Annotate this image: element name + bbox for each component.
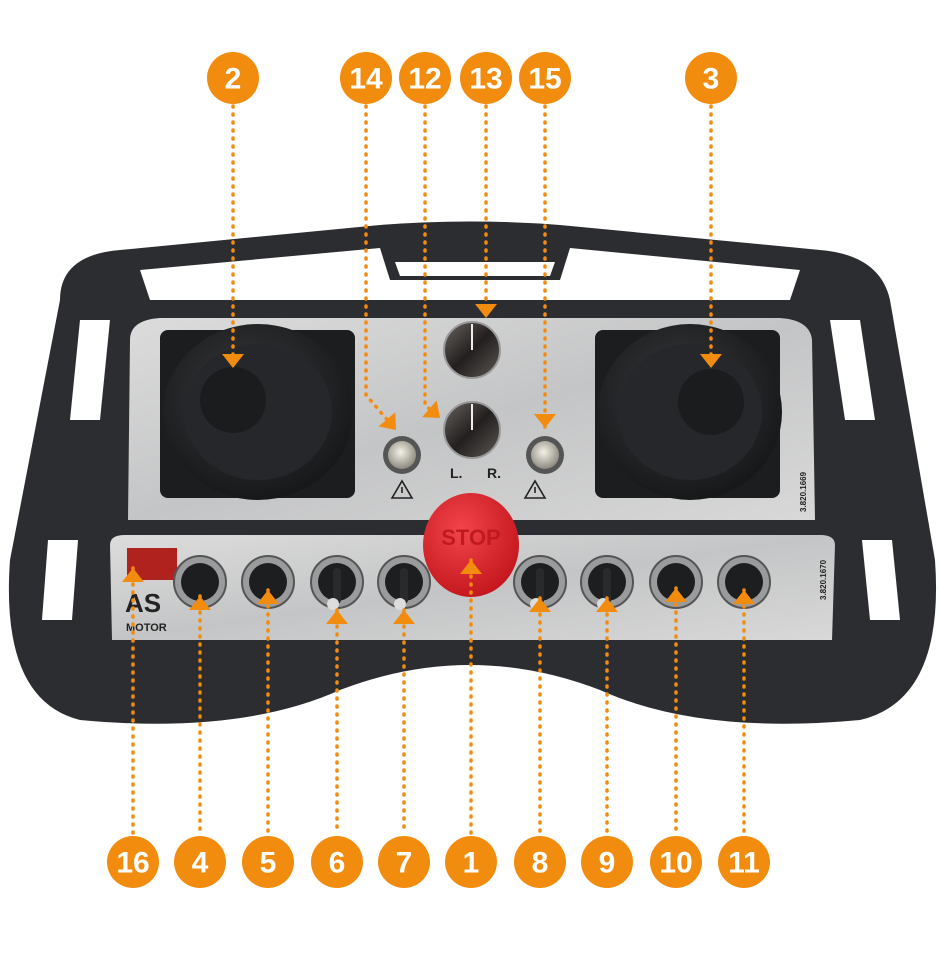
callout-number: 7 bbox=[396, 847, 413, 880]
arrow-icon bbox=[596, 598, 618, 612]
brand-logo: AS bbox=[125, 588, 161, 618]
radio-button[interactable] bbox=[241, 555, 295, 609]
callout-number: 1 bbox=[463, 847, 480, 880]
toggle-switch-7[interactable] bbox=[377, 555, 431, 610]
toggle-switch-6[interactable] bbox=[310, 555, 364, 610]
arrow-icon bbox=[393, 610, 415, 624]
hydraulic-warning-lamp bbox=[523, 436, 564, 499]
callout-number: 14 bbox=[349, 63, 383, 96]
left-joystick[interactable] bbox=[160, 324, 355, 500]
callout-badge bbox=[685, 52, 737, 104]
knob-label-left: L. bbox=[450, 465, 462, 481]
arrow-icon bbox=[460, 560, 482, 574]
upper-part-number: 3.820.1669 bbox=[799, 471, 808, 512]
emergency-stop[interactable]: STOP bbox=[423, 493, 519, 597]
arrow-icon bbox=[222, 354, 244, 368]
arrow-icon bbox=[475, 304, 497, 318]
steering-trim-knob[interactable] bbox=[443, 401, 501, 459]
callout-1: 1 bbox=[445, 558, 497, 888]
toggle-switch-8[interactable] bbox=[513, 555, 567, 610]
callout-number: 2 bbox=[225, 63, 242, 96]
callout-number: 12 bbox=[408, 63, 441, 96]
callout-number: 3 bbox=[703, 63, 720, 96]
callout-number: 5 bbox=[260, 847, 277, 880]
arrow-icon bbox=[422, 400, 440, 418]
knob-label-right: R. bbox=[487, 465, 501, 481]
arrow-icon bbox=[665, 588, 687, 602]
callout-12: 12 bbox=[399, 52, 451, 420]
callout-number: 4 bbox=[192, 847, 209, 880]
callout-8: 8 bbox=[514, 596, 566, 888]
callout-number: 6 bbox=[329, 847, 346, 880]
button-10[interactable] bbox=[649, 555, 703, 609]
stop-label: STOP bbox=[441, 525, 501, 550]
callout-badge bbox=[718, 836, 770, 888]
callout-badge bbox=[107, 836, 159, 888]
callout-2: 2 bbox=[207, 52, 259, 370]
warning-oil-icon bbox=[390, 479, 414, 499]
callout-10: 10 bbox=[650, 586, 702, 888]
lower-part-number: 3.820.1670 bbox=[819, 559, 828, 600]
right-joystick[interactable] bbox=[595, 324, 782, 500]
oil-warning-lamp bbox=[383, 436, 421, 499]
toggle-switch-9[interactable] bbox=[580, 555, 634, 610]
warning-hydraulic-icon bbox=[523, 479, 547, 499]
callout-number: 11 bbox=[728, 847, 760, 880]
arrow-icon bbox=[189, 596, 211, 610]
arrow-icon bbox=[534, 414, 556, 428]
arrow-icon bbox=[529, 598, 551, 612]
arrow-icon bbox=[733, 590, 755, 604]
callout-number: 8 bbox=[532, 847, 549, 880]
leader-line bbox=[364, 104, 398, 432]
callout-number: 9 bbox=[599, 847, 616, 880]
arrow-icon bbox=[257, 590, 279, 604]
callout-badge bbox=[581, 836, 633, 888]
callout-badge bbox=[445, 836, 497, 888]
callout-13: 13 bbox=[460, 52, 512, 320]
callout-9: 9 bbox=[581, 596, 633, 888]
callout-14: 14 bbox=[340, 52, 398, 432]
callout-badge bbox=[460, 52, 512, 104]
callout-number: 15 bbox=[528, 63, 561, 96]
callout-badge bbox=[207, 52, 259, 104]
callout-4: 4 bbox=[174, 594, 226, 888]
callout-badge bbox=[519, 52, 571, 104]
arrow-icon bbox=[326, 610, 348, 624]
callout-11: 11 bbox=[718, 588, 770, 888]
callout-badge bbox=[311, 836, 363, 888]
callout-number: 16 bbox=[116, 847, 149, 880]
callout-badge bbox=[340, 52, 392, 104]
callout-number: 13 bbox=[469, 63, 502, 96]
callout-3: 3 bbox=[685, 52, 737, 370]
arrow-icon bbox=[700, 354, 722, 368]
callout-6: 6 bbox=[311, 608, 363, 888]
arrow-icon bbox=[122, 568, 144, 582]
button-11[interactable] bbox=[717, 555, 771, 609]
callout-number: 10 bbox=[659, 847, 692, 880]
speed-knob[interactable] bbox=[443, 321, 501, 379]
callout-badge bbox=[174, 836, 226, 888]
brand-subtitle: MOTOR bbox=[126, 622, 167, 634]
callout-badge bbox=[378, 836, 430, 888]
callout-badge bbox=[242, 836, 294, 888]
callout-15: 15 bbox=[519, 52, 571, 430]
callout-7: 7 bbox=[378, 608, 430, 888]
callout-badge bbox=[514, 836, 566, 888]
callout-16: 16 bbox=[107, 566, 159, 888]
callout-badge bbox=[399, 52, 451, 104]
callout-5: 5 bbox=[242, 588, 294, 888]
arrow-icon bbox=[378, 412, 396, 430]
on-horn-button[interactable] bbox=[173, 555, 227, 609]
callout-badge bbox=[650, 836, 702, 888]
